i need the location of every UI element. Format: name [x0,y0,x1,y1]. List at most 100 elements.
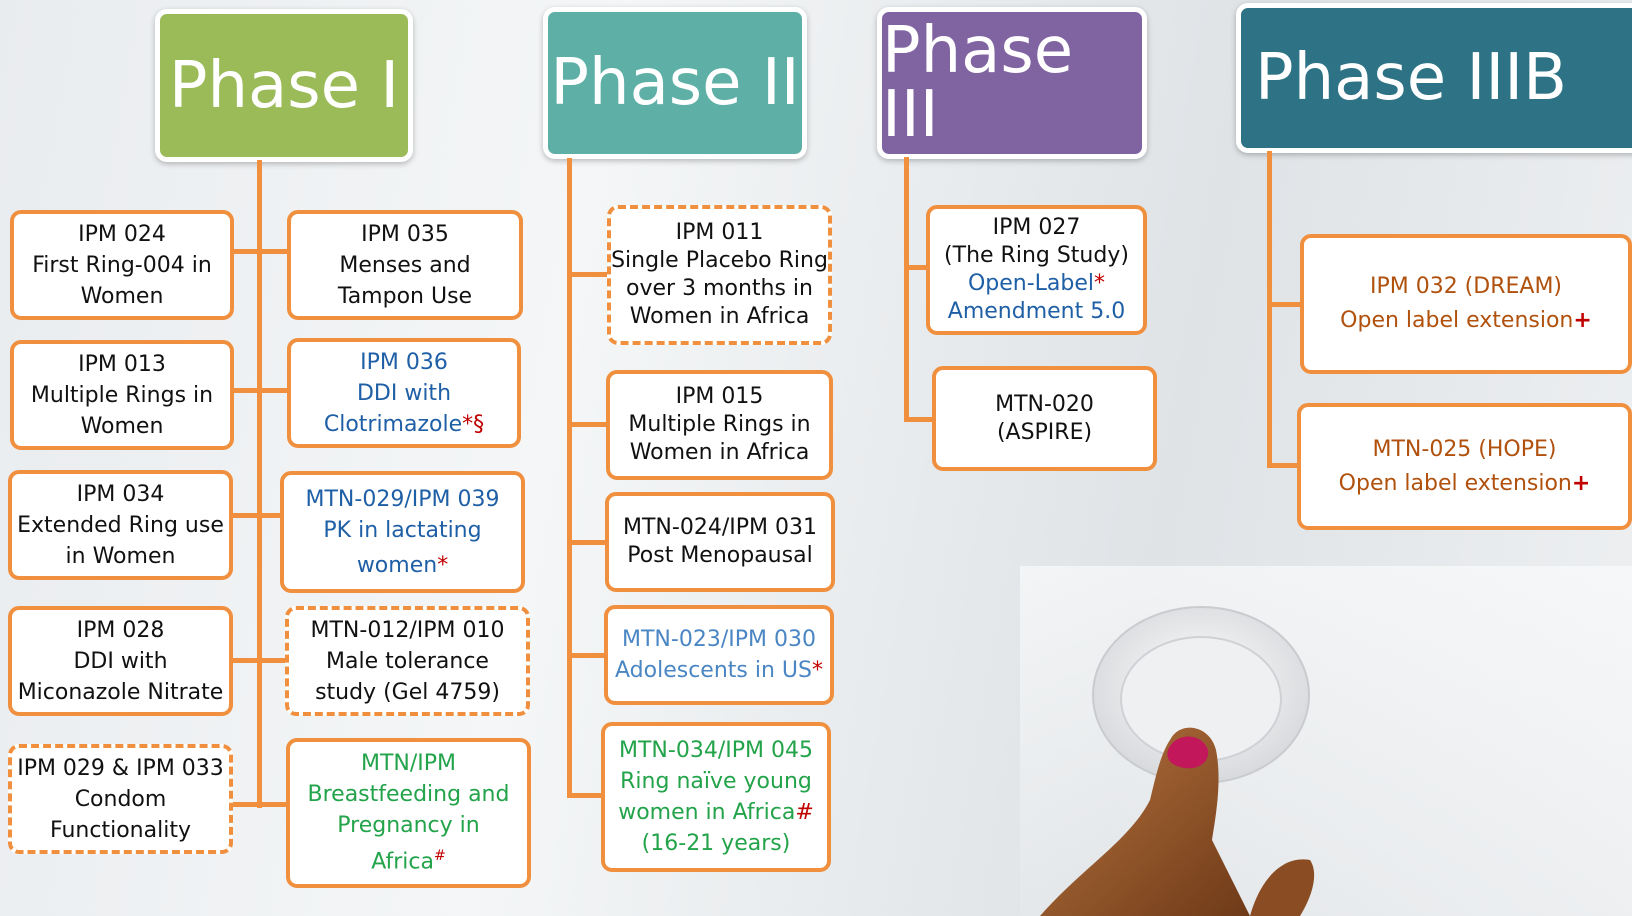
phase-1-header: Phase I [155,9,413,162]
study-line: Post Menopausal [627,543,813,568]
star-marker: * [811,658,823,683]
phase-3b-connector [1267,302,1305,307]
study-ipm-027: IPM 027 (The Ring Study) Open-Label* Ame… [926,205,1147,335]
phase-3-connector [904,265,930,270]
phase-1-trunk [257,160,262,808]
study-line: DDI with [73,648,168,674]
study-line: Miconazole Nitrate [17,679,224,705]
study-line-text: women in Africa [618,800,796,825]
plus-marker: + [1573,308,1592,333]
study-title: IPM 032 (DREAM) [1369,274,1563,299]
phase-2-connector [567,540,609,545]
phase-1-connector [230,658,290,663]
study-ipm-029-033: IPM 029 & IPM 033 Condom Functionality [8,744,233,854]
phase-2-connector [567,793,604,798]
study-title: MTN/IPM [360,751,457,777]
study-mtn-ipm-breastfeeding: MTN/IPM Breastfeeding and Pregnancy in A… [286,738,531,888]
star-marker: * [437,552,449,578]
phase-1-connector [230,513,285,518]
fingernail [1167,736,1209,769]
study-line: Multiple Rings in [628,412,811,437]
study-line-text: Clotrimazole [323,411,463,437]
study-line: in Women [65,543,176,569]
study-line: Condom [74,786,167,812]
study-line: Women [80,413,164,439]
study-line: Functionality [50,817,191,843]
study-title: IPM 028 [76,617,165,643]
phase-2-header: Phase II [543,7,807,159]
study-title: MTN-029/IPM 039 [305,486,500,512]
study-line: women in Africa# [618,797,814,828]
study-line: Women in Africa [629,440,810,465]
study-mtn-029: MTN-029/IPM 039 PK in lactating women* [280,471,525,593]
study-line: (16-21 years) [641,831,791,856]
study-mtn-023: MTN-023/IPM 030 Adolescents in US* [604,605,834,705]
section-marker: § [473,411,485,437]
study-ipm-034: IPM 034 Extended Ring use in Women [8,470,233,580]
study-mtn-025-hope: MTN-025 (HOPE) Open label extension+ [1297,403,1632,530]
thumb [1250,859,1315,916]
study-line: Single Placebo Ring [611,248,828,273]
study-title: IPM 015 [675,384,764,409]
study-title: IPM 013 [78,351,166,377]
study-ipm-028: IPM 028 DDI with Miconazole Nitrate [8,606,233,716]
study-line: Women in Africa [629,304,810,329]
vaginal-ring-photo [1040,606,1315,916]
study-title: IPM 024 [78,221,166,247]
study-line: Male tolerance [326,648,489,674]
study-line: Open label extension+ [1340,304,1592,338]
study-line: Extended Ring use [17,512,224,538]
study-line: Open-Label* [968,270,1105,298]
phase-2-connector [567,272,609,277]
study-line: Tampon Use [337,283,473,309]
phase-2-connector [567,653,609,658]
study-line: Menses and [339,252,471,278]
study-line: study (Gel 4759) [315,679,500,705]
study-line: (The Ring Study) [944,243,1129,268]
study-line: Amendment 5.0 [947,299,1126,324]
study-title: IPM 027 [992,215,1081,240]
hash-marker: # [795,800,814,825]
study-mtn-034: MTN-034/IPM 045 Ring naïve young women i… [601,722,831,872]
phase-2-trunk [567,158,572,798]
study-ipm-013: IPM 013 Multiple Rings in Women [10,340,234,450]
study-line-text: Open label extension [1338,470,1572,496]
study-title: IPM 011 [675,220,764,245]
phase-2-connector [567,422,609,427]
study-ipm-032-dream: IPM 032 (DREAM) Open label extension+ [1300,234,1632,374]
study-mtn-020: MTN-020 (ASPIRE) [932,366,1157,471]
study-mtn-012: MTN-012/IPM 010 Male tolerance study (Ge… [285,606,530,716]
study-line: Women [80,283,164,309]
study-line: PK in lactating [323,517,482,543]
study-line: Open label extension+ [1339,467,1591,501]
study-mtn-024: MTN-024/IPM 031 Post Menopausal [605,492,835,592]
phase-2-title: Phase II [550,46,800,120]
study-line-text: Africa [371,849,434,875]
study-title: MTN-024/IPM 031 [623,515,817,540]
study-line: Pregnancy in [337,813,480,839]
plus-marker: + [1571,470,1591,496]
study-ipm-035: IPM 035 Menses and Tampon Use [287,210,523,320]
study-line-text: women [356,552,438,578]
phase-3b-connector [1267,463,1302,468]
study-title: MTN-034/IPM 045 [619,738,813,763]
study-title: MTN-025 (HOPE) [1372,436,1557,462]
finger [1040,727,1250,916]
study-line: DDI with [356,380,452,406]
study-line: First Ring-004 in [32,252,212,278]
phase-3b-header: Phase IIIB [1236,3,1632,153]
study-title: MTN-023/IPM 030 [622,627,816,652]
study-line-text: Open label extension [1340,308,1574,333]
study-line: (ASPIRE) [996,419,1093,445]
study-line-text: Open-Label [967,271,1095,296]
study-line: Ring naïve young [620,769,812,794]
study-line-text: Adolescents in US [615,658,812,683]
phase-3-connector [904,417,936,422]
hash-marker: # [434,848,446,865]
star-marker: * [1094,271,1106,296]
study-title: IPM 036 [360,349,448,375]
study-line: over 3 months in [626,276,813,301]
study-line: Multiple Rings in [30,382,214,408]
study-ipm-024: IPM 024 First Ring-004 in Women [10,210,234,320]
study-ipm-011: IPM 011 Single Placebo Ring over 3 month… [607,205,832,345]
